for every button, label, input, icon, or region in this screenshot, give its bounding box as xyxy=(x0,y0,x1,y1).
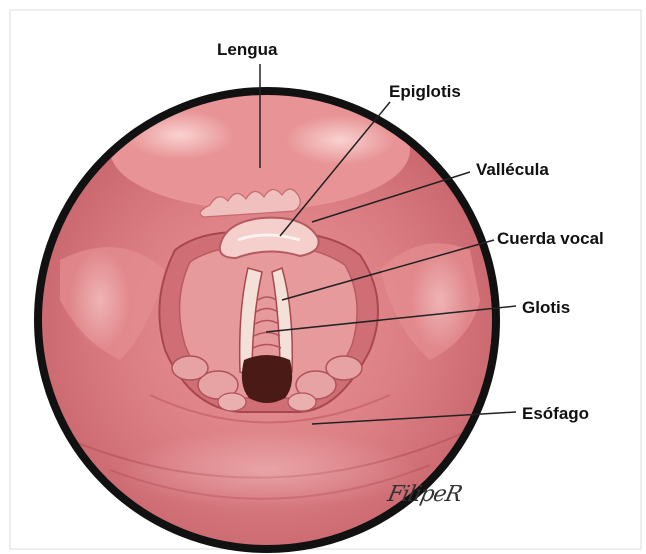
label-cuerda-vocal: Cuerda vocal xyxy=(497,229,604,249)
label-glotis: Glotis xyxy=(522,298,570,318)
label-lengua: Lengua xyxy=(217,40,277,60)
glottis-opening xyxy=(242,355,292,403)
label-vallecula: Vallécula xyxy=(476,160,549,180)
label-esofago: Esófago xyxy=(522,404,589,424)
label-epiglotis: Epiglotis xyxy=(389,82,461,102)
artist-signature: FilipeR xyxy=(385,482,463,507)
